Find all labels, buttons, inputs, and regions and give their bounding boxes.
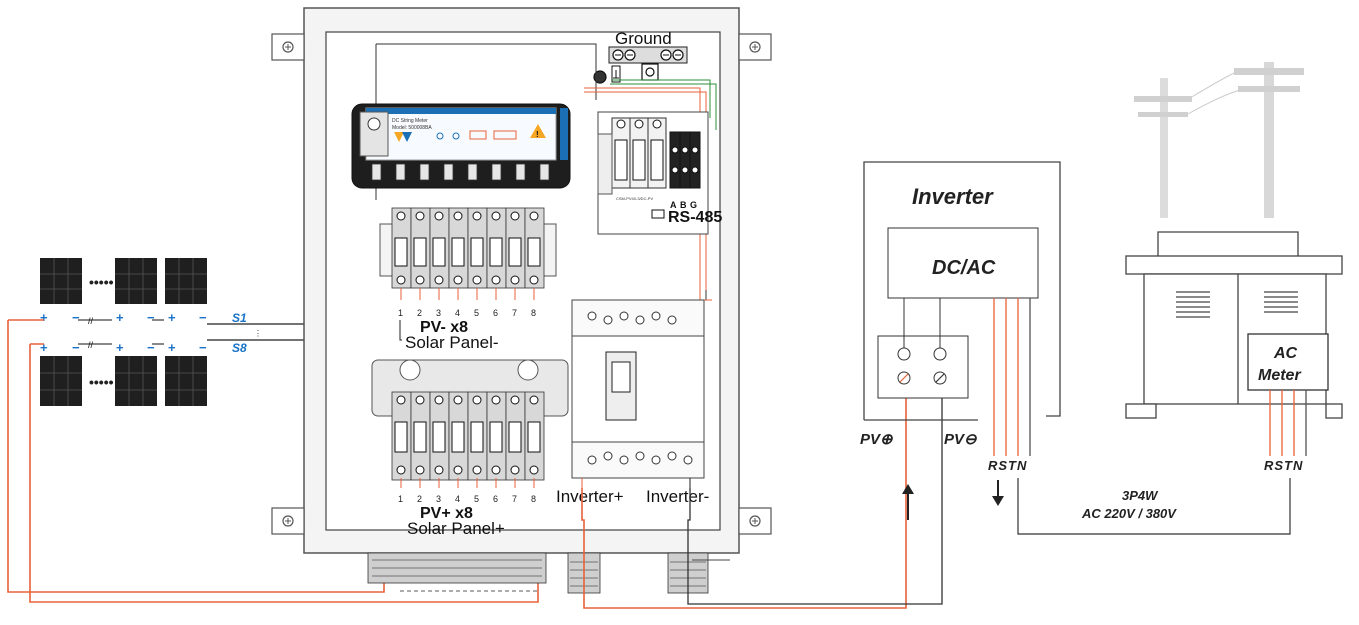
ellipsis: ••••• <box>89 274 114 290</box>
pv-negative-label: PV⊖ <box>944 431 977 448</box>
inverter: Inverter DC/AC PV⊕ PV⊖ RSTN <box>860 161 1061 520</box>
solar-panel-icon <box>115 258 157 304</box>
terminal-number: 5 <box>474 308 479 318</box>
brand-logo <box>394 132 412 142</box>
terminal-number: 2 <box>417 494 422 504</box>
surge-protector: CSM-PV40-3/DC-PV A B G RS-485 <box>597 111 722 235</box>
svg-text:CSM-PV40-3/DC-PV: CSM-PV40-3/DC-PV <box>616 196 653 201</box>
rs485-pin-g: G <box>690 200 697 210</box>
pv-positive-fuse-block: 1 2 3 4 5 6 7 8 PV+ x8 Solar Panel+ <box>371 359 569 538</box>
solar-panel-minus-label: Solar Panel- <box>405 333 499 352</box>
inverter-minus-label: Inverter- <box>646 487 709 506</box>
svg-text:+: + <box>116 310 124 325</box>
terminal-number: 1 <box>398 308 403 318</box>
terminal-number: 7 <box>512 494 517 504</box>
terminal-number: 8 <box>531 308 536 318</box>
dc-string-meter: DC String Meter Model: 500008BA ! <box>351 103 571 189</box>
rs485-label: RS-485 <box>668 209 722 226</box>
svg-text://: // <box>88 340 94 350</box>
rs485-pin-a: A <box>670 200 677 210</box>
solar-panel-icon <box>40 356 82 406</box>
ac-meter-line-1: AC <box>1273 345 1298 362</box>
svg-text:−: − <box>147 340 155 355</box>
svg-text:Model: 500008BA: Model: 500008BA <box>392 125 432 131</box>
pv-minus-label: PV- x8 <box>420 319 468 336</box>
svg-text:⋮: ⋮ <box>254 329 262 338</box>
solar-panel-icon <box>165 356 207 406</box>
terminal-number: 3 <box>436 308 441 318</box>
pv-plus-label: PV+ x8 <box>420 505 473 522</box>
terminal-number: 6 <box>493 494 498 504</box>
solar-panel-icon <box>115 356 157 406</box>
dcac-label: DC/AC <box>932 257 996 279</box>
terminal-number: 3 <box>436 494 441 504</box>
ac-meter-line-2: Meter <box>1258 367 1301 384</box>
svg-text:+: + <box>40 340 48 355</box>
svg-text:+: + <box>168 340 176 355</box>
ground-bar: Ground <box>593 29 688 84</box>
solar-panel-icon <box>165 258 207 304</box>
utility-pole-icon <box>1134 62 1304 218</box>
dc-isolator-switch: Inverter+ Inverter- <box>556 299 709 506</box>
rstn-inverter-label: RSTN <box>988 458 1027 473</box>
svg-text:−: − <box>199 310 207 325</box>
supply-line-1: 3P4W <box>1122 488 1159 503</box>
rs485-pin-b: B <box>680 200 687 210</box>
svg-text:−: − <box>72 310 80 325</box>
terminal-number: 4 <box>455 494 460 504</box>
terminal-number: 8 <box>531 494 536 504</box>
svg-text:−: − <box>72 340 80 355</box>
svg-text:!: ! <box>536 130 539 139</box>
solar-panel-array: ••••• ••••• +−+−+− +−+−+− // // S1 S8 ⋮ <box>40 258 262 406</box>
terminal-number: 5 <box>474 494 479 504</box>
supply-line-2: AC 220V / 380V <box>1081 506 1177 521</box>
svg-text://: // <box>88 316 94 326</box>
string-label-last: S8 <box>232 341 247 355</box>
svg-text:+: + <box>40 310 48 325</box>
string-label-first: S1 <box>232 311 247 325</box>
terminal-number: 7 <box>512 308 517 318</box>
terminal-number: 4 <box>455 308 460 318</box>
inverter-title: Inverter <box>912 184 994 209</box>
solar-panel-icon <box>40 258 82 304</box>
ground-icon <box>611 65 621 83</box>
terminal-number: 2 <box>417 308 422 318</box>
warning-icon: ! <box>530 124 546 139</box>
svg-text:+: + <box>116 340 124 355</box>
polarity-marks: +−+−+− +−+−+− <box>40 310 207 355</box>
ac-meter: AC Meter RSTN <box>1247 333 1329 473</box>
string-wires <box>7 319 539 603</box>
rstn-meter-label: RSTN <box>1264 458 1303 473</box>
svg-text:DC String Meter: DC String Meter <box>392 118 428 124</box>
solar-panel-plus-label: Solar Panel+ <box>407 519 505 538</box>
ac-output-wire <box>1017 478 1291 535</box>
inverter-dc-wires <box>581 378 943 609</box>
pv-negative-fuse-block: 1 2 3 4 5 6 7 8 PV- x8 Solar Panel- <box>379 207 557 352</box>
ellipsis: ••••• <box>89 374 114 390</box>
svg-text:−: − <box>199 340 207 355</box>
terminal-number: 1 <box>398 494 403 504</box>
ground-label: Ground <box>615 29 672 48</box>
inverter-plus-label: Inverter+ <box>556 487 624 506</box>
svg-text:−: − <box>147 310 155 325</box>
svg-text:+: + <box>168 310 176 325</box>
pv-positive-label: PV⊕ <box>860 431 893 448</box>
terminal-number: 6 <box>493 308 498 318</box>
